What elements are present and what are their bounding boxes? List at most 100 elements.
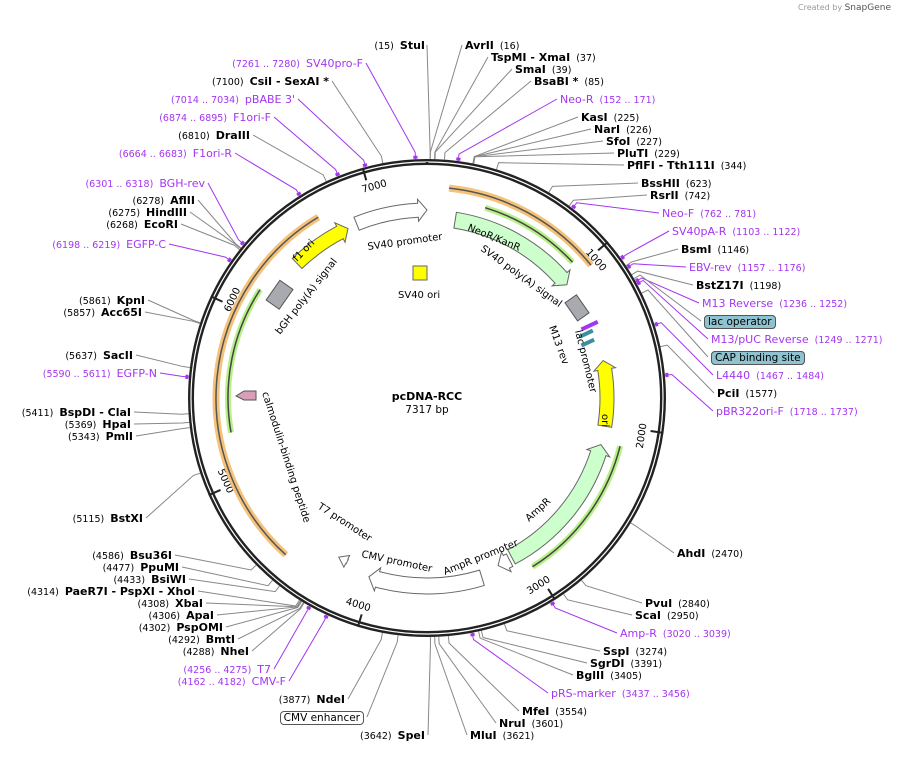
label-mfei[interactable]: MfeI(3554)	[522, 706, 593, 719]
label-lac-operator[interactable]: lac operator	[704, 315, 776, 329]
label-bsabi[interactable]: BsaBI *(85)	[534, 76, 610, 89]
cds-line-neor[interactable]	[448, 187, 592, 266]
label-stui[interactable]: (15)StuI	[368, 40, 425, 53]
position-value: 4256 .. 4275	[187, 665, 248, 676]
label-scai[interactable]: ScaI(2950)	[635, 610, 705, 623]
label-sacii[interactable]: (5637)SacII	[59, 350, 133, 363]
label-sfoi[interactable]: SfoI(227)	[606, 136, 668, 149]
label-bsiwi[interactable]: (4433)BsiWI	[107, 574, 186, 587]
leader-line	[568, 194, 648, 207]
label-l4440[interactable]: L4440(1467 .. 1484)	[716, 370, 830, 383]
t7-promoter-arrow[interactable]	[338, 554, 351, 569]
leader-line	[207, 182, 245, 245]
lac-operator-box[interactable]	[579, 328, 594, 339]
orf-line-neor[interactable]	[484, 206, 574, 263]
label-pcii[interactable]: PciI(1577)	[717, 388, 783, 401]
position-value: 4477	[106, 563, 131, 574]
cmv-promoter-arrow[interactable]	[368, 566, 485, 595]
label-ppumi[interactable]: (4477)PpuMI	[97, 562, 179, 575]
label-cap-binding-site[interactable]: CAP binding site	[711, 351, 805, 365]
label-xbai[interactable]: (4308)XbaI	[132, 598, 204, 611]
orf-line-ampr[interactable]	[532, 445, 621, 568]
label-position: (5369)	[64, 420, 97, 431]
label-pvui[interactable]: PvuI(2840)	[645, 598, 716, 611]
label-prs-marker[interactable]: pRS-marker(3437 .. 3456)	[551, 688, 696, 701]
sv40-polya-box[interactable]	[564, 294, 590, 322]
m13-rev-box[interactable]	[580, 319, 599, 332]
label-pflfi-tth111i[interactable]: PflFI - Tth111I(344)	[627, 160, 752, 173]
leader-line	[234, 152, 301, 196]
orf-line-left[interactable]	[227, 289, 261, 433]
sv40-ori-box[interactable]	[412, 265, 428, 281]
ori-arrow[interactable]	[592, 359, 618, 428]
label-mlui[interactable]: MluI(3621)	[470, 730, 540, 743]
feature-label-sv40-ori: SV40 ori	[398, 290, 440, 301]
label-avrii[interactable]: AvrII(16)	[465, 40, 525, 53]
label-nhei[interactable]: (4288)NheI	[177, 646, 249, 659]
label-bstxi[interactable]: (5115)BstXI	[67, 513, 143, 526]
label-paer7i-pspxi-xhoi[interactable]: (4314)PaeR7I - PspXI - XhoI	[21, 586, 195, 599]
label-ecori[interactable]: (6268)EcoRI	[100, 219, 178, 232]
tick-label: 3000	[525, 574, 552, 597]
leader-line	[504, 623, 601, 652]
label-tspmi-xmai[interactable]: TspMI - XmaI(37)	[491, 52, 602, 65]
label-bsu36i[interactable]: (4586)Bsu36I	[86, 550, 172, 563]
label-nari[interactable]: NarI(226)	[594, 124, 658, 137]
ampr-arrow[interactable]	[507, 443, 612, 565]
label-apai[interactable]: (4306)ApaI	[142, 610, 214, 623]
label-position: (5411)	[21, 408, 54, 419]
label-amp-r[interactable]: Amp-R(3020 .. 3039)	[620, 628, 737, 641]
label-bmti[interactable]: (4292)BmtI	[162, 634, 235, 647]
cap-site-box[interactable]	[580, 337, 595, 348]
label-pmli[interactable]: (5343)PmlI	[62, 431, 133, 444]
sv40-promoter-arrow[interactable]	[353, 197, 428, 231]
label-cmv-f[interactable]: (4162 .. 4182)CMV-F	[172, 676, 286, 689]
label-m13-reverse[interactable]: M13 Reverse(1236 .. 1252)	[702, 298, 853, 311]
neor-kanr-arrow[interactable]	[453, 211, 571, 287]
ampr-promoter-arrow[interactable]	[497, 550, 514, 573]
label-hindiii[interactable]: (6275)HindIII	[102, 207, 187, 220]
label-spei[interactable]: (3642)SpeI	[354, 730, 425, 743]
label-bsmi[interactable]: BsmI(1146)	[681, 244, 755, 257]
label-neo-r[interactable]: Neo-R(152 .. 171)	[560, 94, 661, 107]
label-ndei[interactable]: (3877)NdeI	[273, 694, 345, 707]
label-ebv-rev[interactable]: EBV-rev(1157 .. 1176)	[689, 262, 811, 275]
label-bsshii[interactable]: BssHII(623)	[641, 178, 717, 191]
label-bstz17i[interactable]: BstZ17I(1198)	[696, 280, 787, 293]
label-f1ori-f[interactable]: (6874 .. 6895)F1ori-F	[153, 112, 271, 125]
label-egfp-c[interactable]: (6198 .. 6219)EGFP-C	[46, 239, 166, 252]
label-neo-f[interactable]: Neo-F(762 .. 781)	[662, 208, 762, 221]
label-aflii[interactable]: (6278)AflII	[127, 195, 195, 208]
label-name: SV40pA-R	[672, 225, 727, 238]
label-bspdi-clai[interactable]: (5411)BspDI - ClaI	[16, 407, 131, 420]
label-pluti[interactable]: PluTI(229)	[617, 148, 686, 161]
label-cmv-enhancer[interactable]: CMV enhancer	[279, 711, 364, 725]
calmodulin-marker[interactable]	[234, 390, 257, 401]
label-f1ori-r[interactable]: (6664 .. 6683)F1ori-R	[113, 148, 232, 161]
label-rsrii[interactable]: RsrII(742)	[650, 190, 716, 203]
label-pbabe-3[interactable]: (7014 .. 7034)pBABE 3'	[165, 94, 295, 107]
label-pspomi[interactable]: (4302)PspOMI	[133, 622, 223, 635]
label-smai[interactable]: SmaI(39)	[515, 64, 577, 77]
label-bgh-rev[interactable]: (6301 .. 6318)BGH-rev	[79, 178, 205, 191]
label-csii-sexai[interactable]: (7100)CsiI - SexAI *	[206, 76, 329, 89]
label-acc65i[interactable]: (5857)Acc65I	[57, 307, 142, 320]
label-pbr322ori-f[interactable]: pBR322ori-F(1718 .. 1737)	[716, 406, 864, 419]
label-sgrdi[interactable]: SgrDI(3391)	[590, 658, 668, 671]
cds-line-calmodulin[interactable]	[215, 216, 319, 556]
label-ahdi[interactable]: AhdI(2470)	[677, 548, 749, 561]
label-egfp-n[interactable]: (5590 .. 5611)EGFP-N	[37, 368, 157, 381]
label-kasi[interactable]: KasI(225)	[581, 112, 645, 125]
label-sv40pro-f[interactable]: (7261 .. 7280)SV40pro-F	[226, 58, 363, 71]
label-m13-puc-reverse[interactable]: M13/pUC Reverse(1249 .. 1271)	[711, 334, 889, 347]
label-bglii[interactable]: BglII(3405)	[576, 670, 648, 683]
f1-ori-arrow[interactable]	[291, 221, 349, 270]
label-draiii[interactable]: (6810)DraIII	[172, 130, 250, 143]
label-sspi[interactable]: SspI(3274)	[603, 646, 673, 659]
label-hpai[interactable]: (5369)HpaI	[59, 419, 131, 432]
label-kpni[interactable]: (5861)KpnI	[73, 295, 145, 308]
bgh-polya-box[interactable]	[265, 279, 294, 310]
label-sv40pa-r[interactable]: SV40pA-R(1103 .. 1122)	[672, 226, 806, 239]
label-t7[interactable]: (4256 .. 4275)T7	[177, 664, 271, 677]
label-nrui[interactable]: NruI(3601)	[499, 718, 569, 731]
